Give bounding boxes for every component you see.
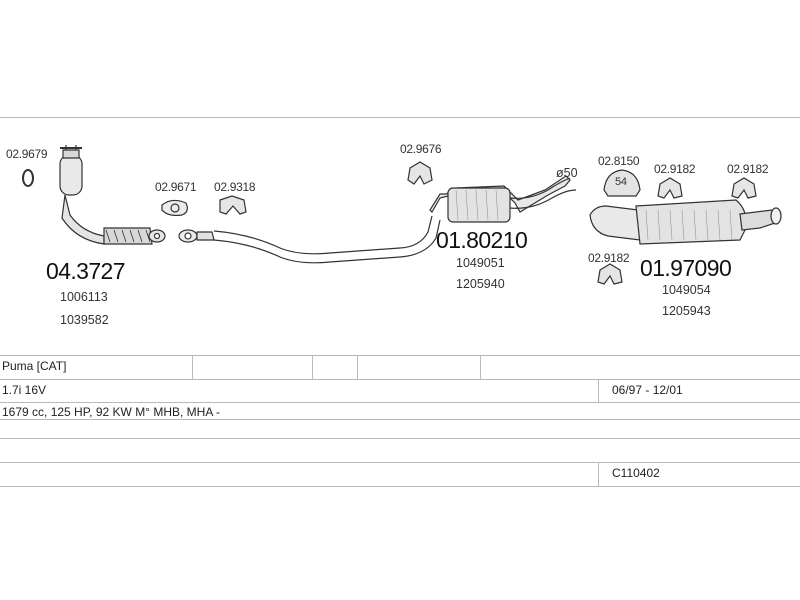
col-divider-3: [357, 355, 358, 379]
table-line-6: [0, 462, 800, 463]
catalyst-ref-2: 1039582: [60, 313, 109, 327]
table-line-1: [0, 355, 800, 356]
ring-54-icon: [603, 169, 641, 197]
part-label-clamp-front: 02.9679: [6, 147, 48, 161]
catalog-code: C110402: [612, 466, 660, 480]
vehicle-specs: 1679 cc, 125 HP, 92 KW M° MHB, MHA -: [2, 405, 220, 419]
hanger-icon: [219, 195, 247, 215]
table-line-2: [0, 379, 800, 380]
table-line-4: [0, 419, 800, 420]
rear-silencer-ref-1: 1049054: [662, 283, 711, 297]
rear-silencer-icon: [589, 199, 782, 245]
ring-54-size-label: 54: [615, 176, 627, 188]
exhaust-diagram: [22, 145, 782, 285]
table-line-7: [0, 486, 800, 487]
table-line-5: [0, 438, 800, 439]
front-pipe-icon: [178, 215, 441, 264]
gasket-icon: [161, 199, 188, 217]
col-divider-1: [192, 355, 193, 379]
rear-hanger-icon-3: [597, 263, 623, 285]
col-divider-5: [598, 379, 599, 402]
middle-silencer-icon: [429, 175, 577, 223]
part-label-hanger: 02.9318: [214, 180, 256, 194]
middle-silencer-code: 01.80210: [436, 227, 528, 253]
vehicle-years: 06/97 - 12/01: [612, 383, 683, 397]
col-divider-4: [480, 355, 481, 379]
vehicle-engine: 1.7i 16V: [2, 383, 47, 397]
middle-silencer-ref-1: 1049051: [456, 256, 505, 270]
part-label-hanger-mid: 02.9676: [400, 142, 442, 156]
clamp-ring-icon: [22, 169, 34, 187]
part-label-rear-hanger-1: 02.9182: [654, 162, 696, 176]
catalyst-icon: [59, 145, 166, 245]
part-label-rear-hanger-3: 02.9182: [588, 251, 630, 265]
col-divider-2: [312, 355, 313, 379]
vehicle-model: Puma [CAT]: [2, 359, 67, 373]
col-divider-6: [598, 462, 599, 486]
table-line-3: [0, 402, 800, 403]
top-divider: [0, 117, 800, 118]
catalyst-ref-1: 1006113: [60, 290, 108, 304]
rear-hanger-icon-2: [731, 177, 757, 199]
part-label-gasket: 02.9671: [155, 180, 197, 194]
rear-silencer-ref-2: 1205943: [662, 304, 711, 318]
catalyst-code: 04.3727: [46, 258, 126, 284]
pipe-diameter-label: ø50: [556, 166, 578, 180]
part-label-rear-hanger-2: 02.9182: [727, 162, 769, 176]
middle-silencer-ref-2: 1205940: [456, 277, 505, 291]
middle-hanger-icon: [407, 161, 433, 185]
rear-hanger-icon-1: [657, 177, 683, 199]
part-label-ring-54: 02.8150: [598, 154, 640, 168]
rear-silencer-code: 01.97090: [640, 255, 732, 281]
